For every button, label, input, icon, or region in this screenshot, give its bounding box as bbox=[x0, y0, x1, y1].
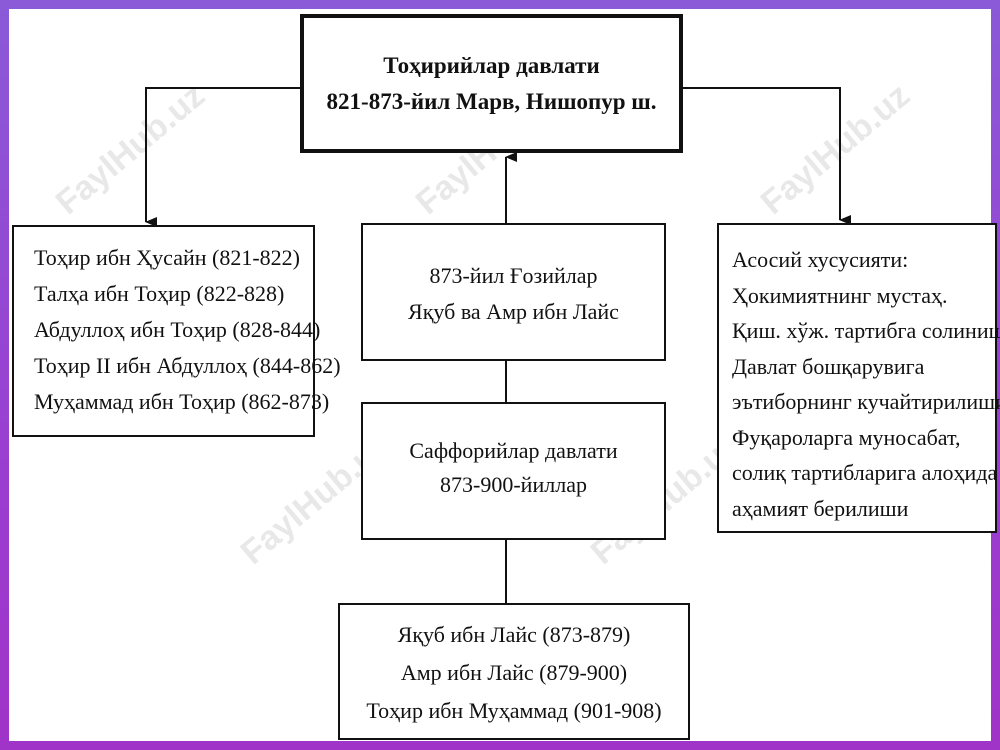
ruler-item: Тоҳир II ибн Абдуллоҳ (844-862) bbox=[34, 353, 341, 378]
feature-line: эътиборнинг кучайтирилиши. bbox=[732, 389, 1000, 414]
feature-line: солиқ тартибларига алоҳида bbox=[732, 460, 998, 485]
saffarid-period: 873-900-йиллар bbox=[440, 472, 587, 497]
state-title-box: Тоҳирийлар давлати 821-873-йил Марв, Ниш… bbox=[300, 14, 683, 153]
ghazi-year: 873-йил Ғозийлар bbox=[429, 263, 598, 288]
state-title: Тоҳирийлар давлати bbox=[383, 53, 600, 78]
ruler-item: Амр ибн Лайс (879-900) bbox=[400, 660, 628, 685]
ruler-item: Тоҳир ибн Муҳаммад (901-908) bbox=[366, 698, 662, 723]
feature-line: Фуқароларга муносабат, bbox=[732, 424, 961, 450]
ruler-item: Талҳа ибн Тоҳир (822-828) bbox=[34, 281, 285, 306]
feature-line: Давлат бошқарувига bbox=[732, 353, 925, 379]
saffarid-state-box: Саффорийлар давлати 873-900-йиллар bbox=[361, 402, 666, 540]
feature-line: аҳамият берилиши bbox=[732, 495, 909, 521]
connector-title-to-right bbox=[683, 87, 851, 225]
tahirid-rulers-box: Тоҳир ибн Ҳусайн (821-822) Талҳа ибн Тоҳ… bbox=[12, 225, 341, 437]
saffarid-title: Саффорийлар давлати bbox=[409, 438, 618, 463]
feature-line: Қиш. хўж. тартибга солиниши. bbox=[732, 318, 1000, 343]
ruler-item: Абдуллоҳ ибн Тоҳир (828-844) bbox=[34, 317, 321, 342]
ruler-item: Яқуб ибн Лайс (873-879) bbox=[397, 622, 631, 647]
ruler-item: Тоҳир ибн Ҳусайн (821-822) bbox=[34, 245, 301, 270]
connector-title-to-left bbox=[145, 87, 300, 227]
feature-line: Асосий хусусияти: bbox=[732, 247, 909, 272]
saffarid-rulers-box: Яқуб ибн Лайс (873-879) Амр ибн Лайс (87… bbox=[338, 603, 690, 740]
feature-line: Ҳокимиятнинг мустаҳ. bbox=[732, 282, 948, 308]
ghazi-box: 873-йил Ғозийлар Яқуб ва Амр ибн Лайс bbox=[361, 223, 666, 361]
ruler-item: Муҳаммад ибн Тоҳир (862-873) bbox=[34, 389, 330, 414]
state-period: 821-873-йил Марв, Нишопур ш. bbox=[326, 89, 657, 114]
features-box: Асосий хусусияти: Ҳокимиятнинг мустаҳ. Қ… bbox=[717, 223, 1000, 533]
ghazi-names: Яқуб ва Амр ибн Лайс bbox=[408, 299, 619, 324]
